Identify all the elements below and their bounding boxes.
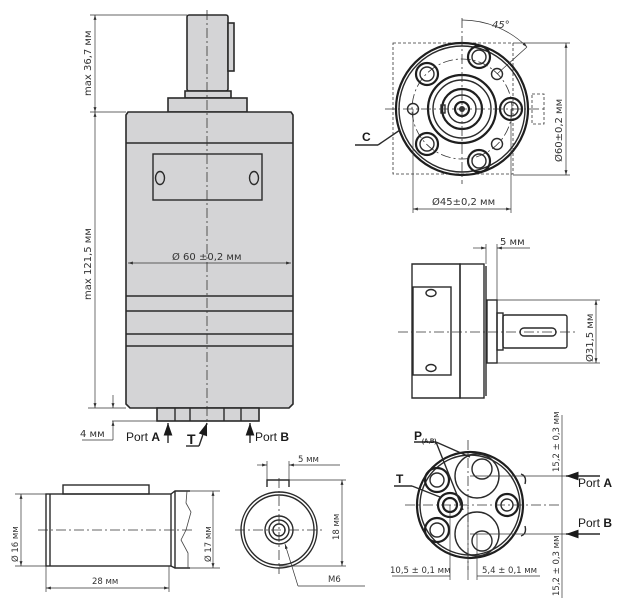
nameplate xyxy=(152,153,263,201)
port-offset-dimension: 4 мм xyxy=(80,429,105,440)
side-view: 5 мм Ø31,5 мм xyxy=(398,237,600,399)
shaft-diameter-dimension: Ø 16 мм xyxy=(10,526,21,562)
tank-port-label-face: T xyxy=(396,472,404,486)
output-shaft xyxy=(186,14,229,92)
bolt-circle-dimension: Ø45±0,2 мм xyxy=(432,196,495,208)
tank-offset-dimension: 10,5 ± 0,1 мм xyxy=(390,566,451,576)
port-b-label: Port B xyxy=(255,430,289,444)
shaft-end-view: 5 мм 18 мм M6 xyxy=(235,455,365,587)
key-width-dimension: 5 мм xyxy=(298,455,319,465)
nameplate-screw-left xyxy=(154,170,166,186)
pressure-port-label: P(A,B) xyxy=(414,429,436,445)
callout-c-label: C xyxy=(362,130,371,144)
main-front-view: max 36,7 мм max 121,5 мм Ø 60 ±0,2 мм 4 … xyxy=(80,10,294,447)
shaft-detail-view: Ø 16 мм Ø 17 мм 28 мм xyxy=(10,484,220,592)
shaft-collar xyxy=(184,90,232,99)
flange-offset-dimension: 5 мм xyxy=(500,237,525,248)
angle-dimension: 45° xyxy=(492,20,510,31)
port-a-offset-dimension: 15,2 ± 0,3 мм xyxy=(552,412,562,473)
port-face-view: P(A,B) T 15,2 ± 0,3 мм 15,2 ± 0,3 мм Por… xyxy=(390,412,612,598)
shaft-height-dimension: max 36,7 мм xyxy=(83,31,94,97)
side-shaft xyxy=(502,314,568,349)
shaft-key xyxy=(227,22,235,72)
port-b-label-face: Port B xyxy=(578,516,612,530)
body-diameter-dimension: Ø 60 ±0,2 мм xyxy=(172,251,242,263)
collar-diameter-dimension: Ø 17 мм xyxy=(203,526,214,562)
flange-top-view: 45° Ø60±0,2 мм Ø45±0,2 мм C xyxy=(355,18,570,213)
body-height-dimension: max 121,5 мм xyxy=(83,228,94,300)
port-a-label-face: Port A xyxy=(578,476,612,490)
shaft-key-detail xyxy=(62,484,150,495)
pilot-diameter-dimension: Ø31,5 мм xyxy=(584,314,596,362)
flange-diameter-dimension: Ø60±0,2 мм xyxy=(553,99,565,162)
port-offset-dimension: 5,4 ± 0,1 мм xyxy=(482,566,537,576)
shaft-length-dimension: 28 мм xyxy=(92,577,118,587)
port-block xyxy=(156,407,260,422)
thread-label: M6 xyxy=(328,575,341,585)
port-b-offset-dimension: 15,2 ± 0,3 мм xyxy=(552,536,562,597)
key-height-dimension: 18 мм xyxy=(332,514,342,540)
nameplate-screw-right xyxy=(248,170,260,186)
tank-port-label: T xyxy=(187,431,196,447)
flange-pilot xyxy=(167,97,248,113)
port-a-label: Port A xyxy=(126,430,160,444)
